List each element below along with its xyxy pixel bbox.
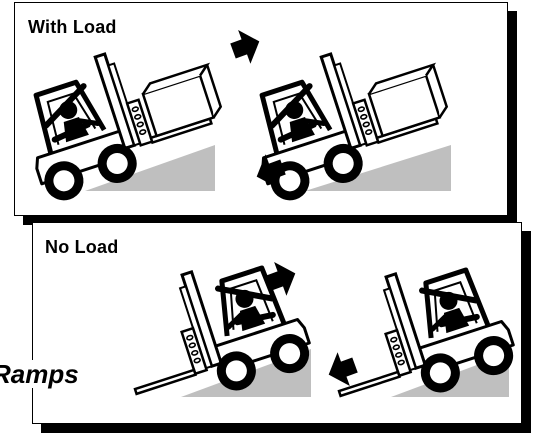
load-box-icon [367, 65, 450, 136]
no-load-illustration [33, 223, 521, 423]
ramps-label: Ramps [0, 360, 83, 388]
right-arrow-icon [227, 25, 266, 68]
with-load-illustration [15, 3, 507, 215]
load-box-icon [141, 65, 224, 136]
with-load-panel: With Load [14, 2, 508, 216]
right-arrow-icon [263, 257, 302, 300]
no-load-panel: No Load [32, 222, 522, 424]
